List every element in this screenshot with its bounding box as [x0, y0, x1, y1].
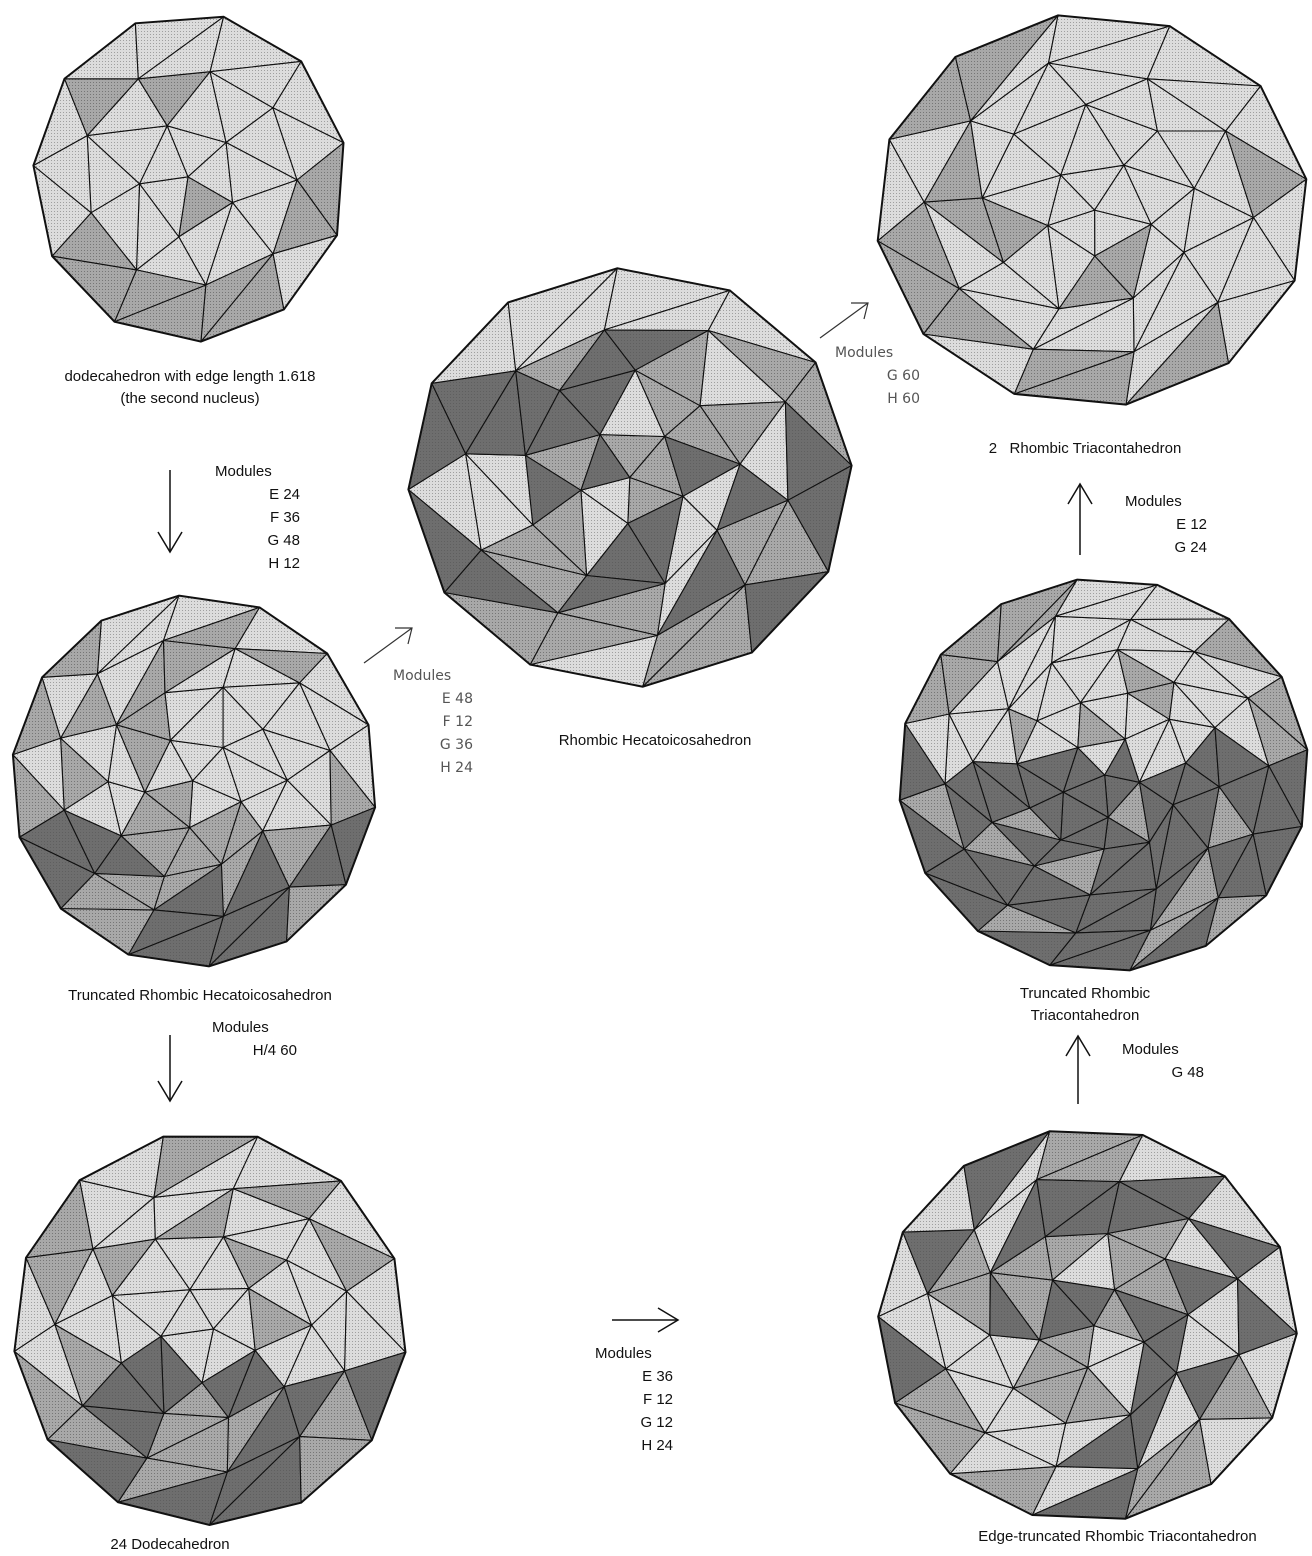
arrow-diagonal-icon: [362, 625, 417, 665]
caption-rhombic-hecatoicosahedron: Rhombic Hecatoicosahedron: [520, 730, 790, 752]
modules-title: Modules: [1122, 1041, 1179, 1058]
module-row: H 24: [440, 760, 473, 776]
modules-title: Modules: [1125, 493, 1182, 510]
polyhedron-outline: [876, 14, 1308, 406]
modules-rh-to-rt: Modules G 60 H 60: [835, 342, 920, 411]
rhombic-hecatoicosahedron-figure: [405, 265, 855, 690]
modules-title: Modules: [215, 463, 272, 480]
module-row: E 48: [441, 691, 473, 707]
polyhedron-mesh: [32, 15, 345, 343]
caption-line: Truncated Rhombic: [1019, 985, 1151, 1002]
polyhedron-face: [902, 1165, 975, 1233]
dodecahedron-figure: [30, 10, 350, 345]
modules-dodeca-to-trh: Modules E 24 F 36 G 48 H 12: [215, 460, 300, 575]
dodecahedron-24-figure: [10, 1128, 410, 1528]
module-row: H 24: [641, 1437, 673, 1454]
arrow-down-icon: [155, 1035, 185, 1105]
polyhedron-mesh: [876, 14, 1308, 406]
module-row: E 36: [642, 1368, 673, 1385]
caption-line: Rhombic Hecatoicosahedron: [558, 732, 752, 749]
module-row: F 12: [642, 1391, 673, 1408]
module-row: F 36: [269, 509, 300, 526]
module-row: G 12: [640, 1414, 673, 1431]
caption-line: (the second nucleus): [120, 390, 260, 407]
module-row: E 24: [269, 486, 300, 503]
arrow-right-icon: [612, 1305, 682, 1335]
modules-trh-to-rh: Modules E 48 F 12 G 36 H 24: [393, 665, 473, 780]
arrow-up-icon: [1063, 1032, 1093, 1104]
module-row: H 12: [268, 555, 300, 572]
truncated-rhombic-hecatoicosahedron-figure: [8, 592, 380, 970]
caption-rhombic-triacontahedron-2: 2 Rhombic Triacontahedron: [935, 438, 1235, 460]
caption-line: dodecahedron with edge length 1.618: [64, 368, 316, 385]
modules-title: Modules: [835, 345, 894, 361]
modules-trt-to-rt: Modules E 12 G 24: [1125, 490, 1207, 559]
modules-title: Modules: [393, 668, 452, 684]
polyhedron-outline: [32, 15, 345, 343]
caption-edge-truncated-rhombic-triacontahedron: Edge-truncated Rhombic Triacontahedron: [930, 1526, 1305, 1548]
edge-truncated-rhombic-triacontahedron-figure: [875, 1125, 1300, 1525]
polyhedron-outline: [407, 267, 853, 688]
polyhedron-mesh: [11, 594, 377, 968]
module-row: G 60: [886, 368, 920, 384]
module-row: F 12: [442, 714, 473, 730]
module-row: H/4 60: [252, 1042, 297, 1059]
caption-dodecahedron: dodecahedron with edge length 1.618 (the…: [20, 366, 360, 410]
polyhedron-outline: [13, 1135, 407, 1527]
caption-truncated-rhombic-triacontahedron: Truncated Rhombic Triacontahedron: [960, 983, 1210, 1027]
polyhedron-outline: [877, 1130, 1298, 1520]
modules-title: Modules: [595, 1345, 652, 1362]
polyhedron-mesh: [13, 1135, 407, 1527]
modules-trh-to-24: Modules H/4 60: [212, 1016, 297, 1062]
polyhedron-mesh: [407, 267, 853, 688]
arrow-diagonal-icon: [818, 300, 873, 340]
caption-line: Edge-truncated Rhombic Triacontahedron: [978, 1528, 1257, 1545]
module-row: G 36: [439, 737, 473, 753]
caption-truncated-rhombic-hecatoicosahedron: Truncated Rhombic Hecatoicosahedron: [20, 985, 380, 1007]
module-row: E 12: [1176, 516, 1207, 533]
module-row: G 48: [267, 532, 300, 549]
module-row: G 24: [1174, 539, 1207, 556]
caption-line: Truncated Rhombic Hecatoicosahedron: [68, 987, 332, 1004]
polyhedron-mesh: [877, 1130, 1298, 1520]
caption-line: Triacontahedron: [1030, 1007, 1140, 1024]
modules-etrt-to-trt: Modules G 48: [1122, 1038, 1204, 1084]
polyhedron-outline: [898, 578, 1309, 972]
polyhedron-mesh: [898, 578, 1309, 972]
modules-title: Modules: [212, 1019, 269, 1036]
truncated-rhombic-triacontahedron-figure: [895, 575, 1312, 975]
caption-line: 24 Dodecahedron: [110, 1536, 230, 1553]
module-row: G 48: [1171, 1064, 1204, 1081]
caption-line: 2 Rhombic Triacontahedron: [988, 440, 1182, 457]
arrow-up-icon: [1065, 480, 1095, 555]
modules-24-to-etrt: Modules E 36 F 12 G 12 H 24: [595, 1342, 673, 1457]
polyhedron-outline: [11, 594, 377, 968]
arrow-down-icon: [155, 470, 185, 560]
caption-dodecahedron-24: 24 Dodecahedron: [20, 1534, 320, 1556]
module-row: H 60: [887, 391, 920, 407]
polyhedron-face: [1199, 1417, 1273, 1485]
rhombic-triacontahedron-2-figure: [872, 10, 1312, 410]
polyhedron-face: [299, 1436, 373, 1504]
